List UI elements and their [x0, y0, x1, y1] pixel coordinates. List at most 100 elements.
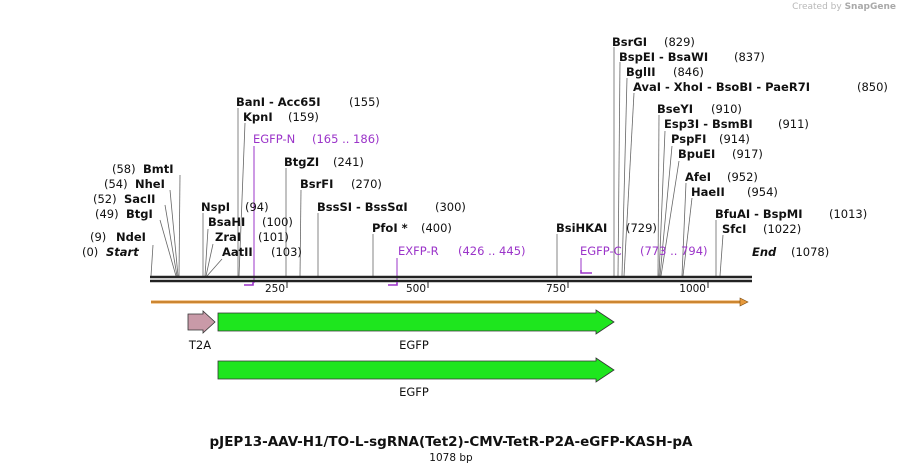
site-haeii[interactable]: HaeII (954) [691, 185, 778, 199]
site-bglii[interactable]: BglII(846) [626, 65, 704, 79]
site-bani-acc65i[interactable]: BanI - Acc65I (155) [236, 95, 380, 109]
site-zrai-pos: (101) [258, 230, 289, 244]
feature-egfp-1-label: EGFP [399, 338, 429, 352]
primer-egfp-c-range: (773 .. 794) [640, 244, 708, 258]
site-btgzi[interactable]: BtgZI(241) [284, 155, 364, 169]
site-bsrgi-name: BsrGI [612, 35, 647, 49]
site-bfuai-bspmi[interactable]: BfuAI - BspMI(1013) [715, 207, 867, 221]
site-bani-acc65i-pos: (155) [349, 95, 380, 109]
site-pspfi-pos: (914) [719, 132, 750, 146]
site-bani-acc65i-name: BanI - Acc65I [236, 95, 321, 109]
site-btgi-pos: (49) [95, 207, 119, 221]
site-btgi[interactable]: (49)BtgI [95, 207, 153, 221]
map-length: 1078 bp [429, 452, 473, 464]
orf-arrow [151, 297, 749, 307]
ruler-tick-250: 250 [265, 281, 288, 295]
site-avai-xhoi-bsobi-paer7i[interactable]: AvaI - XhoI - BsoBI - PaeR7I(850) [633, 80, 888, 94]
site-bseyi[interactable]: BseYI(910) [657, 102, 742, 116]
feature-egfp-2[interactable] [217, 357, 615, 383]
primer-exfp-r[interactable]: EXFP-R (426 .. 445) [398, 244, 526, 258]
watermark-prefix: Created by [792, 2, 842, 12]
site-sfci[interactable]: SfcI (1022) [722, 222, 801, 236]
snapgene-logo: SnapGene [844, 2, 896, 12]
site-bseyi-pos: (910) [711, 102, 742, 116]
site-zrai[interactable]: ZraI(101) [215, 230, 289, 244]
site-bsahi[interactable]: BsaHI(100) [208, 215, 293, 229]
end-pos: (1078) [791, 245, 829, 259]
site-sacii-pos: (52) [93, 192, 117, 206]
site-pfoi-pos: (400) [421, 221, 452, 235]
site-bmti[interactable]: (58) BmtI [112, 162, 174, 176]
feature-egfp-1[interactable] [217, 309, 615, 335]
site-kpni[interactable]: KpnI(159) [243, 110, 319, 124]
site-avai-xhoi-bsobi-paer7i-name: AvaI - XhoI - BsoBI - PaeR7I [633, 80, 810, 94]
site-pspfi-name: PspFI [671, 132, 706, 146]
site-bglii-pos: (846) [673, 65, 704, 79]
site-nhei-pos: (54) [104, 177, 128, 191]
site-aatii-name: AatII [222, 245, 253, 259]
site-bspei-bsawi[interactable]: BspEI - BsaWI(837) [619, 50, 765, 64]
site-esp3i-bsmbi[interactable]: Esp3I - BsmBI(911) [664, 117, 809, 131]
site-sacii-name: SacII [124, 192, 155, 206]
site-bpuei-pos: (917) [732, 147, 763, 161]
snapgene-watermark: Created by SnapGene [792, 2, 896, 12]
site-bsrgi[interactable]: BsrGI(829) [612, 35, 695, 49]
ruler-tick-label: 1000 [679, 283, 706, 295]
backbone [150, 275, 752, 283]
site-bpuei[interactable]: BpuEI (917) [678, 147, 763, 161]
site-afei-name: AfeI [685, 170, 711, 184]
site-afei[interactable]: AfeI(952) [685, 170, 758, 184]
site-nspi[interactable]: NspI(94) [201, 200, 269, 214]
site-pfoi[interactable]: PfoI *(400) [372, 221, 452, 235]
site-bfuai-bspmi-name: BfuAI - BspMI [715, 207, 802, 221]
site-bsrfi-pos: (270) [351, 177, 382, 191]
primer-exfp-r-name: EXFP-R [398, 244, 439, 258]
map-title: pJEP13-AAV-H1/TO-L-sgRNA(Tet2)-CMV-TetR-… [210, 434, 694, 450]
site-aatii-pos: (103) [271, 245, 302, 259]
site-esp3i-bsmbi-pos: (911) [778, 117, 809, 131]
site-ndei[interactable]: (9) NdeI [90, 230, 146, 244]
site-bsrfi[interactable]: BsrFI (270) [300, 177, 382, 191]
primer-leader-lines [253, 146, 582, 283]
primer-exfp-r-range: (426 .. 445) [458, 244, 526, 258]
site-ndei-pos: (9) [90, 230, 106, 244]
site-bsssi[interactable]: BssSI - BssSαI(300) [317, 200, 466, 214]
end-label[interactable]: End [752, 245, 777, 259]
site-sacii[interactable]: (52) SacII [93, 192, 155, 206]
site-nhei[interactable]: (54) NheI [104, 177, 165, 191]
site-bspei-bsawi-pos: (837) [734, 50, 765, 64]
site-sfci-name: SfcI [722, 222, 746, 236]
site-pspfi[interactable]: PspFI (914) [671, 132, 750, 146]
site-bsahi-pos: (100) [262, 215, 293, 229]
primer-marks [244, 270, 592, 286]
primer-egfp-c[interactable]: EGFP-C (773 .. 794) [580, 244, 708, 258]
site-bsihkai-pos: (729) [626, 221, 657, 235]
site-haeii-pos: (954) [747, 185, 778, 199]
site-haeii-name: HaeII [691, 185, 725, 199]
site-nspi-name: NspI [201, 200, 230, 214]
site-nhei-name: NheI [135, 177, 165, 191]
site-bmti-name: BmtI [143, 162, 174, 176]
ruler: 250 500 750 1000 [265, 281, 709, 295]
site-bsssi-name: BssSI - BssSαI [317, 200, 408, 214]
start-pos: (0) [82, 245, 98, 259]
site-bsihkai-name: BsiHKAI [556, 221, 607, 235]
primer-egfp-c-name: EGFP-C [580, 244, 622, 258]
site-ndei-name: NdeI [116, 230, 146, 244]
feature-t2a[interactable] [187, 310, 216, 334]
site-bsrfi-name: BsrFI [300, 177, 333, 191]
site-bmti-pos: (58) [112, 162, 136, 176]
feature-egfp-2-label: EGFP [399, 385, 429, 399]
primer-egfp-n-name: EGFP-N [253, 132, 295, 146]
site-bpuei-name: BpuEI [678, 147, 715, 161]
primer-egfp-n[interactable]: EGFP-N(165 .. 186) [253, 132, 380, 146]
site-aatii[interactable]: AatII (103) [222, 245, 302, 259]
ruler-tick-label: 500 [406, 283, 426, 295]
feature-t2a-label: T2A [188, 338, 211, 352]
site-bsihkai[interactable]: BsiHKAI (729) [556, 221, 657, 235]
site-btgzi-name: BtgZI [284, 155, 319, 169]
start-label[interactable]: Start [106, 245, 139, 259]
site-sfci-pos: (1022) [763, 222, 801, 236]
site-kpni-pos: (159) [288, 110, 319, 124]
